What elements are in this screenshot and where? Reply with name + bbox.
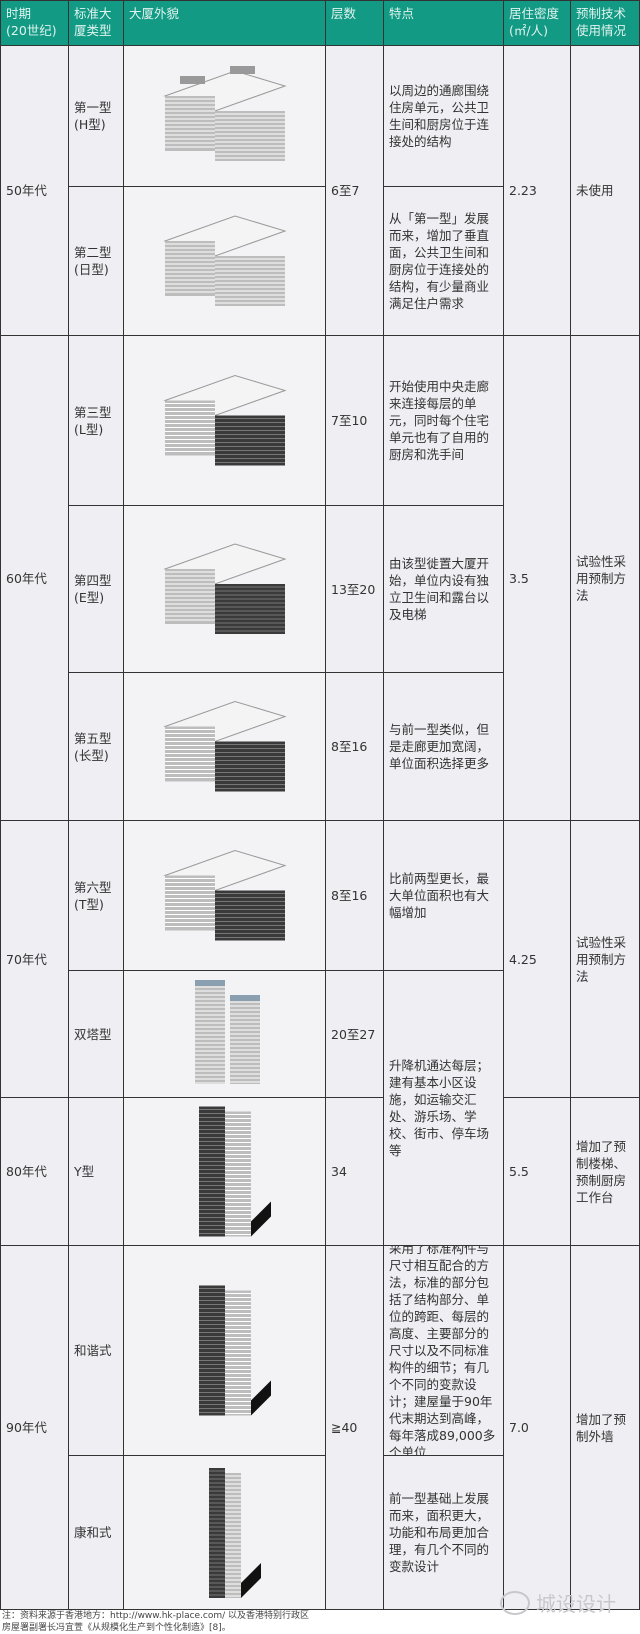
period-cell: 90年代 xyxy=(1,1246,68,1609)
features-cell: 与前一型类似，但是走廊更加宽阔，单位面积选择更多 xyxy=(384,673,503,820)
type-cell: 康和式 xyxy=(69,1456,123,1609)
floors-cell: 20至27 xyxy=(326,971,383,1097)
watermark-text: 城设设计 xyxy=(536,1592,616,1616)
type-cell: 双塔型 xyxy=(69,971,123,1097)
period-cell: 70年代 xyxy=(1,821,68,1097)
header-features: 特点 xyxy=(384,1,503,45)
header-prefab: 预制技术 使用情况 xyxy=(571,1,639,45)
features-cell: 采用了标准构件与尺寸相互配合的方法，标准的部分包括了结构部分、单位的跨距、每层的… xyxy=(384,1246,503,1455)
header-appearance: 大厦外貌 xyxy=(124,1,325,45)
floors-cell: 13至20 xyxy=(326,506,383,672)
footnote-line: 房屋署副署长冯宜萱《从规模化生产到个性化制造》[8]。 xyxy=(2,1622,231,1633)
features-cell: 前一型基础上发展而来，面积更大，功能和布局更加合理，有几个不同的变款设计 xyxy=(384,1456,503,1609)
building-image xyxy=(124,336,325,505)
period-cell: 80年代 xyxy=(1,1098,68,1245)
type-cell: Y型 xyxy=(69,1098,123,1245)
features-cell: 开始使用中央走廊来连接每层的单元，同时每个住宅单元也有了自用的厨房和洗手间 xyxy=(384,336,503,505)
building-image xyxy=(124,971,325,1097)
prefab-cell: 增加了预制外墙 xyxy=(571,1246,639,1609)
building-image xyxy=(124,506,325,672)
header-floors: 层数 xyxy=(326,1,383,45)
features-cell: 升降机通达每层；建有基本小区设施，如运输交汇处、游乐场、学校、街市、停车场等 xyxy=(384,971,503,1245)
prefab-cell: 试验性采用预制方法 xyxy=(571,821,639,1097)
header-type: 标准大 厦类型 xyxy=(69,1,123,45)
building-image xyxy=(124,821,325,970)
type-cell: 第一型 (H型) xyxy=(69,46,123,186)
building-image xyxy=(124,673,325,820)
type-cell: 第二型 (日型) xyxy=(69,187,123,335)
floors-cell: 7至10 xyxy=(326,336,383,505)
floors-cell: 8至16 xyxy=(326,821,383,970)
period-cell: 60年代 xyxy=(1,336,68,820)
prefab-cell: 增加了预制楼梯、预制厨房工作台 xyxy=(571,1098,639,1245)
footnote: 注：资料来源于香港地方：http://www.hk-place.com/ 以及香… xyxy=(2,1611,309,1634)
building-image xyxy=(124,1456,325,1609)
density-cell: 4.25 xyxy=(504,821,570,1097)
features-cell: 从「第一型」发展而来，增加了垂直面，公共卫生间和厨房位于连接处的结构，有少量商业… xyxy=(384,187,503,335)
building-image xyxy=(124,46,325,186)
floors-cell: 34 xyxy=(326,1098,383,1245)
building-image xyxy=(124,1246,325,1455)
prefab-cell: 未使用 xyxy=(571,46,639,335)
header-density: 居住密度 (㎡/人) xyxy=(504,1,570,45)
density-cell: 5.5 xyxy=(504,1098,570,1245)
footnote-line: 注：资料来源于香港地方：http://www.hk-place.com/ 以及香… xyxy=(2,1611,310,1621)
floors-cell: 8至16 xyxy=(326,673,383,820)
period-cell: 50年代 xyxy=(1,46,68,335)
type-cell: 第四型 (E型) xyxy=(69,506,123,672)
prefab-cell: 试验性采用预制方法 xyxy=(571,336,639,820)
features-cell: 由该型徙置大厦开始，单位内设有独立卫生间和露台以及电梯 xyxy=(384,506,503,672)
density-cell: 2.23 xyxy=(504,46,570,335)
type-cell: 第三型 (L型) xyxy=(69,336,123,505)
density-cell: 7.0 xyxy=(504,1246,570,1609)
type-cell: 第五型 (长型) xyxy=(69,673,123,820)
floors-cell: ≧40 xyxy=(326,1246,383,1609)
building-image xyxy=(124,1098,325,1245)
features-cell: 比前两型更长，最大单位面积也有大幅增加 xyxy=(384,821,503,970)
floors-cell: 6至7 xyxy=(326,46,383,335)
features-cell: 以周边的通廊围绕住房单元，公共卫生间和厨房位于连接处的结构 xyxy=(384,46,503,186)
building-image xyxy=(124,187,325,335)
density-cell: 3.5 xyxy=(504,336,570,820)
wechat-icon xyxy=(500,1590,530,1615)
watermark: 城设设计 xyxy=(500,1588,616,1617)
type-cell: 和谐式 xyxy=(69,1246,123,1455)
header-period: 时期 (20世纪) xyxy=(1,1,68,45)
type-cell: 第六型 (T型) xyxy=(69,821,123,970)
